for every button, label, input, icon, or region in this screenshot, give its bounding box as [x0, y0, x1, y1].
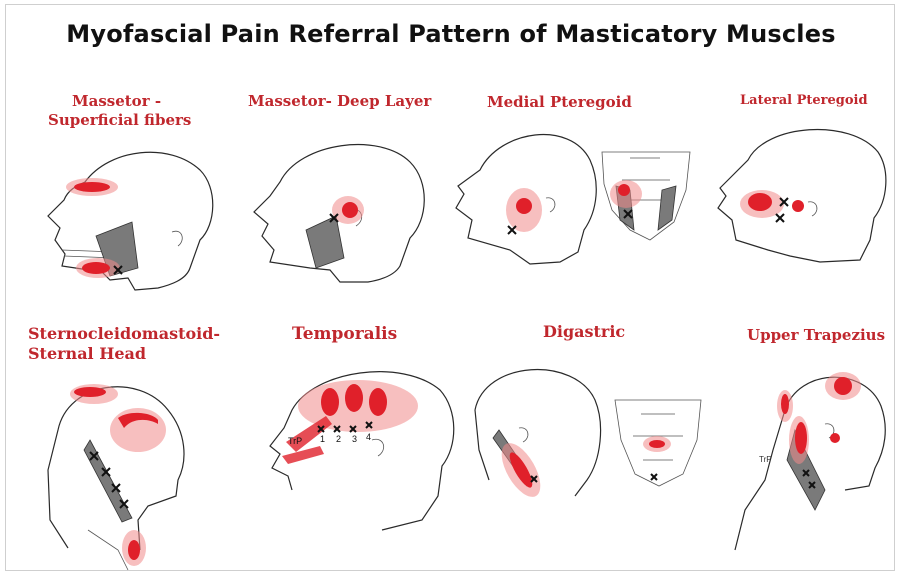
head-illustration [465, 320, 715, 570]
trigger-label-4: 4 [366, 432, 371, 442]
panel-upper-trapezius: Upper Trapezius TrP [725, 320, 895, 570]
head-illustration [450, 90, 705, 305]
trigger-point-x [651, 474, 657, 480]
skull-frontal-view [615, 400, 701, 486]
head-illustration [40, 90, 230, 305]
trigger-label-2: 2 [336, 434, 341, 444]
panel-masseter-superficial: Massetor - Superficial fibers [40, 90, 230, 305]
skull-posterior-view [602, 152, 690, 240]
trigger-point-x [508, 226, 516, 234]
head-illustration [710, 90, 890, 305]
head-illustration: TrP [725, 320, 895, 570]
panel-medial-pterygoid: Medial Pteregoid [450, 90, 705, 305]
panel-digastric: Digastric [465, 320, 715, 570]
panel-scm-sternal: Sternocleidomastoid- Sternal Head [28, 320, 258, 570]
trigger-label-trp: TrP [288, 436, 302, 446]
head-illustration [240, 90, 440, 305]
panel-masseter-deep: Massetor- Deep Layer [240, 90, 440, 305]
trigger-label-3: 3 [352, 434, 357, 444]
trigger-label-trp: TrP [759, 455, 772, 464]
trigger-label-1: 1 [320, 434, 325, 444]
panel-temporalis: Temporalis TrP 1 2 3 4 [262, 320, 462, 570]
head-illustration: TrP 1 2 3 4 [262, 320, 462, 570]
panel-lateral-pterygoid: Lateral Pteregoid [710, 90, 890, 305]
figure-title: Myofascial Pain Referral Pattern of Mast… [0, 20, 902, 48]
head-illustration [28, 320, 258, 570]
trigger-point-x [776, 214, 784, 222]
